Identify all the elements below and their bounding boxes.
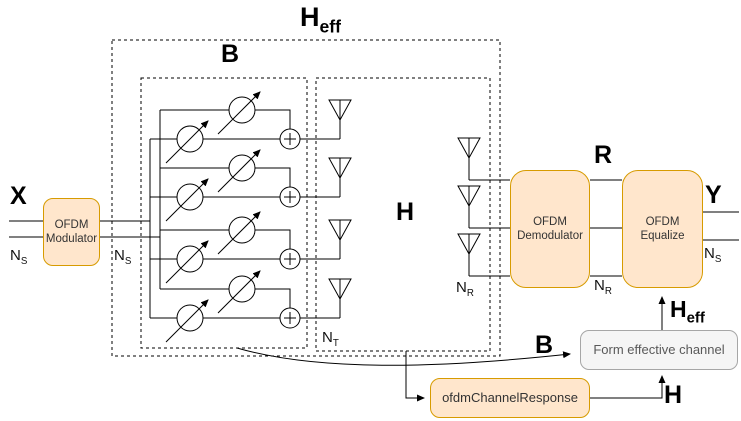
ns-output-label: NS (704, 245, 722, 265)
ofdm-equalize-block: OFDM Equalize (622, 170, 703, 288)
tx-antenna-icon (328, 219, 352, 259)
input-stream-lines (9, 220, 43, 238)
form-effective-channel-block: Form effective channel (580, 330, 738, 370)
input-signal-label: X (10, 182, 27, 210)
phase-shifter-row-2 (150, 149, 352, 222)
h-matrix-arrow (590, 375, 666, 399)
phase-shifter-row-3 (150, 211, 352, 284)
demod-output-lines (590, 179, 622, 277)
form-effective-channel-label: Form effective channel (593, 341, 725, 357)
heff-boundary-box (111, 39, 501, 357)
ofdm-modulator-block: OFDM Modulator (43, 198, 100, 266)
ofdm-demodulator-block: OFDM Demodulator (510, 170, 590, 288)
ofdm-demodulator-label: OFDM Demodulator (517, 215, 583, 242)
channel-to-response-arrow (405, 351, 425, 402)
h-arrow-label: H (664, 381, 683, 409)
ofdm-channel-response-label: ofdmChannelResponse (442, 389, 578, 405)
rx-antenna-icon (457, 233, 510, 277)
precoder-boundary-box (140, 77, 308, 349)
nr-antennas-label: NR (456, 279, 474, 299)
heff-arrow-label: Heff (670, 296, 705, 327)
heff-title: Heff (300, 2, 341, 37)
ns-input-label: NS (10, 247, 28, 267)
rx-antenna-icon (457, 185, 510, 229)
phase-shifter-row-1 (150, 91, 352, 164)
channel-boundary-box (315, 77, 491, 352)
ns-precoder-label: NS (114, 247, 132, 267)
rx-antenna-icon (457, 137, 510, 181)
tx-antenna-icon (328, 157, 352, 197)
channel-title: H (396, 198, 415, 226)
tx-antenna-icon (328, 99, 352, 139)
received-signal-label: R (594, 141, 613, 169)
adder-icon (279, 307, 301, 329)
equalizer-output-lines (703, 211, 739, 241)
b-matrix-arrow (236, 347, 571, 366)
tx-antenna-icon (328, 278, 352, 318)
precoder-title: B (221, 40, 240, 68)
ofdm-equalize-label: OFDM Equalize (640, 215, 685, 242)
adder-icon (279, 186, 301, 208)
ofdm-channel-response-block: ofdmChannelResponse (430, 378, 590, 418)
nr-demod-label: NR (594, 277, 612, 297)
output-signal-label: Y (705, 181, 722, 209)
phase-shifter-row-4 (150, 270, 352, 343)
adder-icon (279, 128, 301, 150)
modulator-output-lines (100, 220, 160, 238)
nt-antennas-label: NT (322, 329, 339, 349)
b-arrow-label: B (535, 331, 554, 359)
adder-icon (279, 248, 301, 270)
ofdm-modulator-label: OFDM Modulator (45, 218, 98, 245)
